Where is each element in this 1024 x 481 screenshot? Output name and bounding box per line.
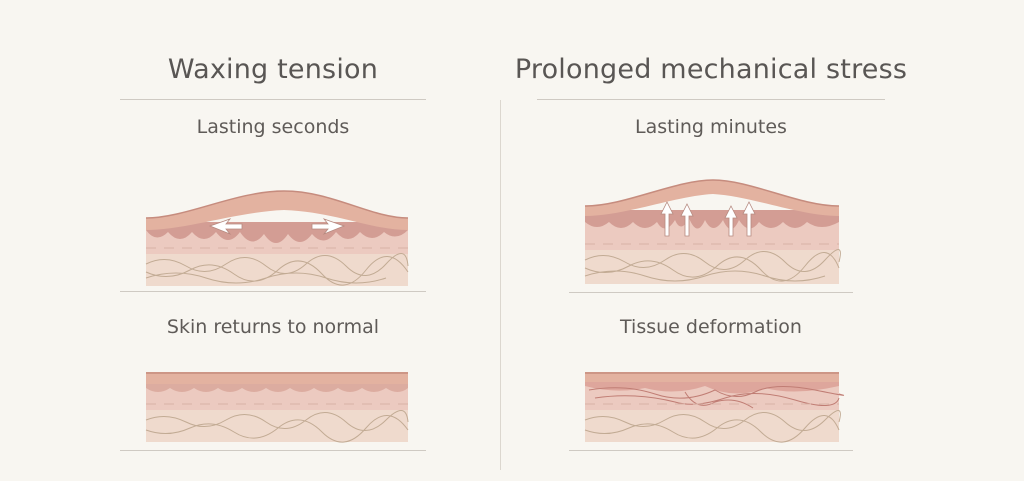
waxing-tension-panel: Waxing tension Lasting seconds Skin retu… [0, 0, 500, 481]
title-underline [120, 99, 426, 100]
waxing-tension-title: Waxing tension [167, 54, 379, 85]
capillary-lines [588, 386, 844, 409]
skin-returns-caption: Skin returns to normal [166, 316, 380, 338]
skin-stretched-illustration [145, 190, 409, 286]
dermis-papillae [585, 210, 839, 229]
dermis-papillae [146, 222, 408, 243]
arrow-up-icon [680, 203, 694, 237]
prolonged-stress-title: Prolonged mechanical stress [514, 54, 908, 85]
lasting-seconds-caption: Lasting seconds [196, 116, 350, 138]
collagen-fibers [584, 410, 841, 443]
bottom-illustration-baseline [569, 450, 853, 451]
dermis-layer [146, 386, 408, 410]
arrow-right-icon [311, 218, 346, 235]
subcutis-layer [585, 408, 839, 442]
epidermis-bulge [146, 191, 408, 230]
subcutis-layer [146, 251, 408, 286]
skin-lifted-illustration [584, 179, 841, 284]
top-illustration-baseline [120, 291, 426, 292]
tissue-deformation-caption: Tissue deformation [620, 316, 802, 338]
bottom-illustration-baseline [120, 450, 426, 451]
epidermis-layer [585, 372, 839, 382]
arrow-up-icon [660, 201, 674, 237]
surface-line [145, 190, 409, 219]
skin-normal-illustration [145, 372, 409, 443]
collagen-fibers [145, 253, 409, 286]
subcutis-layer [146, 408, 408, 442]
surface-line [584, 179, 840, 207]
title-underline [537, 99, 885, 100]
collagen-fibers [145, 410, 409, 443]
tissue-deformation-illustration [584, 372, 844, 443]
arrow-up-icon [742, 201, 756, 237]
collagen-fibers [584, 249, 841, 282]
arrow-left-icon [208, 218, 243, 235]
top-illustration-baseline [569, 292, 853, 293]
epidermis-bulge [585, 180, 839, 216]
arrow-up-icon [724, 205, 738, 237]
damaged-dermis [585, 382, 839, 394]
lasting-minutes-caption: Lasting minutes [635, 116, 787, 138]
center-divider [500, 100, 501, 470]
epidermis-layer [146, 372, 408, 384]
prolonged-stress-panel: Prolonged mechanical stress Lasting minu… [501, 0, 1024, 481]
dermis-papillae [146, 384, 408, 392]
